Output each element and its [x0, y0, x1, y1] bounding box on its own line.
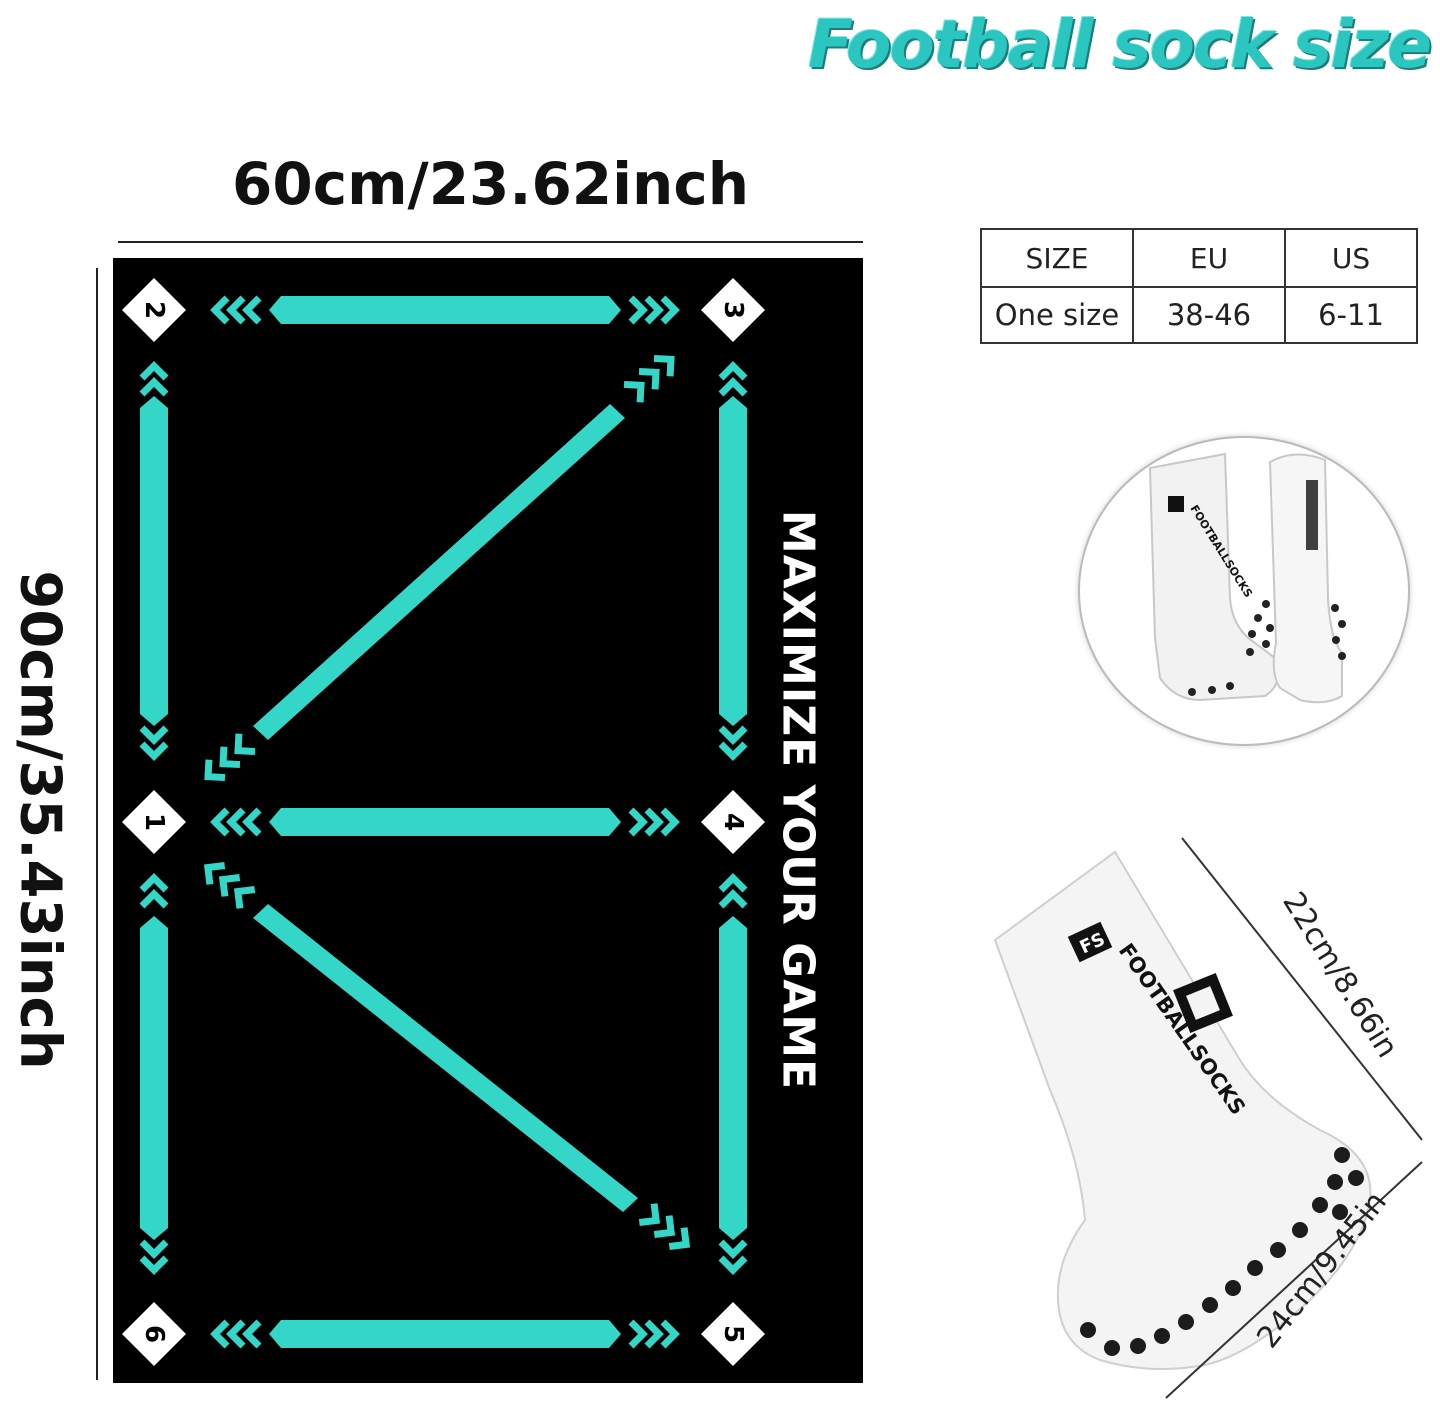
page-title: Football sock size — [808, 6, 1432, 83]
marker-2 — [122, 278, 186, 342]
size-table-header: SIZE EU US — [980, 228, 1418, 288]
marker-6 — [122, 1302, 186, 1366]
arrow-4-5 — [719, 916, 747, 1240]
marker-label-4: 4 — [718, 813, 748, 831]
eu-header: EU — [1132, 228, 1286, 288]
mat-width-line — [118, 241, 863, 243]
mat-height-label: 90cm/35.43inch — [7, 570, 73, 1070]
arrow-1-6 — [140, 916, 168, 1240]
marker-label-5: 5 — [718, 1325, 748, 1343]
marker-4 — [701, 790, 765, 854]
sock-measure-illustration: FS FOOTBALLSOCKS — [993, 837, 1423, 1399]
mat-height-line — [96, 268, 98, 1380]
marker-label-3: 3 — [718, 301, 748, 319]
marker-1 — [122, 790, 186, 854]
us-header: US — [1284, 228, 1418, 288]
mat-markers — [122, 278, 765, 1366]
arrow-1-4 — [269, 808, 621, 836]
marker-label-2: 2 — [139, 301, 169, 319]
marker-label-6: 6 — [139, 1325, 169, 1343]
us-cell: 6-11 — [1284, 286, 1418, 344]
size-header: SIZE — [980, 228, 1134, 288]
sock-pair-photo: FOOTBALLSOCKS — [1078, 436, 1410, 746]
training-mat: 2 3 1 4 6 5 — [113, 258, 863, 1383]
marker-3 — [701, 278, 765, 342]
arrow-3-4 — [719, 396, 747, 726]
mat-arrows — [140, 296, 747, 1348]
arrow-2-1 — [140, 396, 168, 726]
arrow-1-5 — [253, 904, 638, 1212]
sock-large: FS FOOTBALLSOCKS — [993, 837, 1423, 1399]
marker-label-1: 1 — [139, 813, 169, 831]
arrow-2-3 — [269, 296, 621, 324]
size-table: SIZE EU US One size 38-46 6-11 — [980, 228, 1418, 344]
arrow-6-5 — [269, 1320, 621, 1348]
eu-cell: 38-46 — [1132, 286, 1286, 344]
mat-graphic: 2 3 1 4 6 5 — [122, 278, 765, 1366]
sock-front-illustration: FOOTBALLSOCKS — [1148, 452, 1280, 702]
size-cell: One size — [980, 286, 1134, 344]
marker-5 — [701, 1302, 765, 1366]
mat-width-label: 60cm/23.62inch — [231, 150, 749, 218]
sock-back-illustration — [1268, 453, 1346, 704]
table-row: One size 38-46 6-11 — [980, 286, 1418, 344]
mat-slogan: MAXIMIZE YOUR GAME — [772, 509, 824, 1091]
arrow-1-3 — [253, 404, 625, 740]
